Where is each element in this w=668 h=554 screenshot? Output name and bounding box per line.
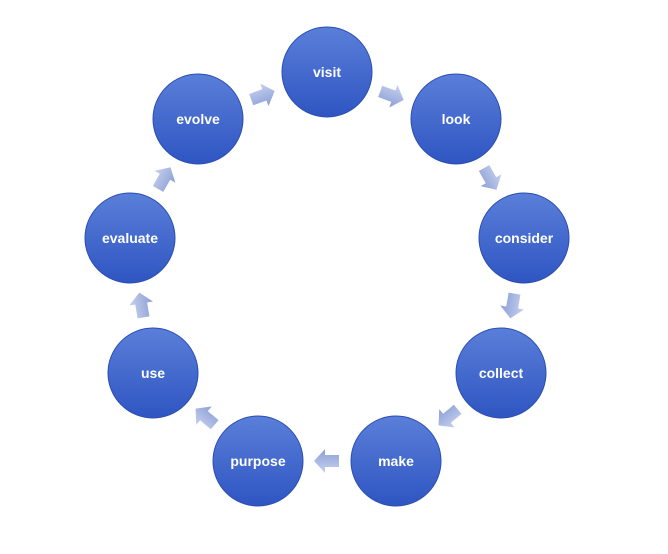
arrow-make-to-purpose [314,449,339,473]
arrow-shape [378,84,404,108]
node-circle [410,73,502,165]
arrow-consider-to-collect [500,292,524,319]
node-make: make [350,415,442,507]
node-consider: consider [478,192,570,284]
arrow-shape [500,292,524,319]
node-label: purpose [230,453,285,469]
arrow-evaluate-to-evolve [152,167,176,192]
node-use: use [107,327,199,419]
node-label: visit [313,64,341,80]
node-label: use [141,365,165,381]
node-label: collect [479,365,524,381]
node-circle [212,415,304,507]
arrows-layer [129,83,524,473]
arrow-shape [314,449,339,473]
node-label: make [378,453,414,469]
arrow-shape [152,167,176,192]
node-circle [281,26,373,118]
arrow-shape [249,83,275,107]
node-evaluate: evaluate [84,192,176,284]
node-circle [455,327,547,419]
arrow-visit-to-look [378,84,404,108]
node-visit: visit [281,26,373,118]
arrow-purpose-to-use [195,406,219,430]
node-collect: collect [455,327,547,419]
node-circle [478,192,570,284]
arrow-shape [478,165,502,190]
node-label: evaluate [102,230,158,246]
node-circle [107,327,199,419]
node-label: evolve [176,111,220,127]
node-look: look [410,73,502,165]
arrow-look-to-consider [478,165,502,190]
arrow-collect-to-make [438,404,462,428]
arrow-evolve-to-visit [249,83,275,107]
arrow-use-to-evaluate [129,292,153,319]
node-circle [152,73,244,165]
node-purpose: purpose [212,415,304,507]
node-evolve: evolve [152,73,244,165]
node-label: consider [495,230,554,246]
arrow-shape [195,406,219,430]
node-label: look [442,111,471,127]
node-circle [84,192,176,284]
node-circle [350,415,442,507]
nodes-layer: visit look consider collect make purpose use ev… [84,26,570,507]
arrow-shape [129,292,153,319]
arrow-shape [438,404,462,428]
